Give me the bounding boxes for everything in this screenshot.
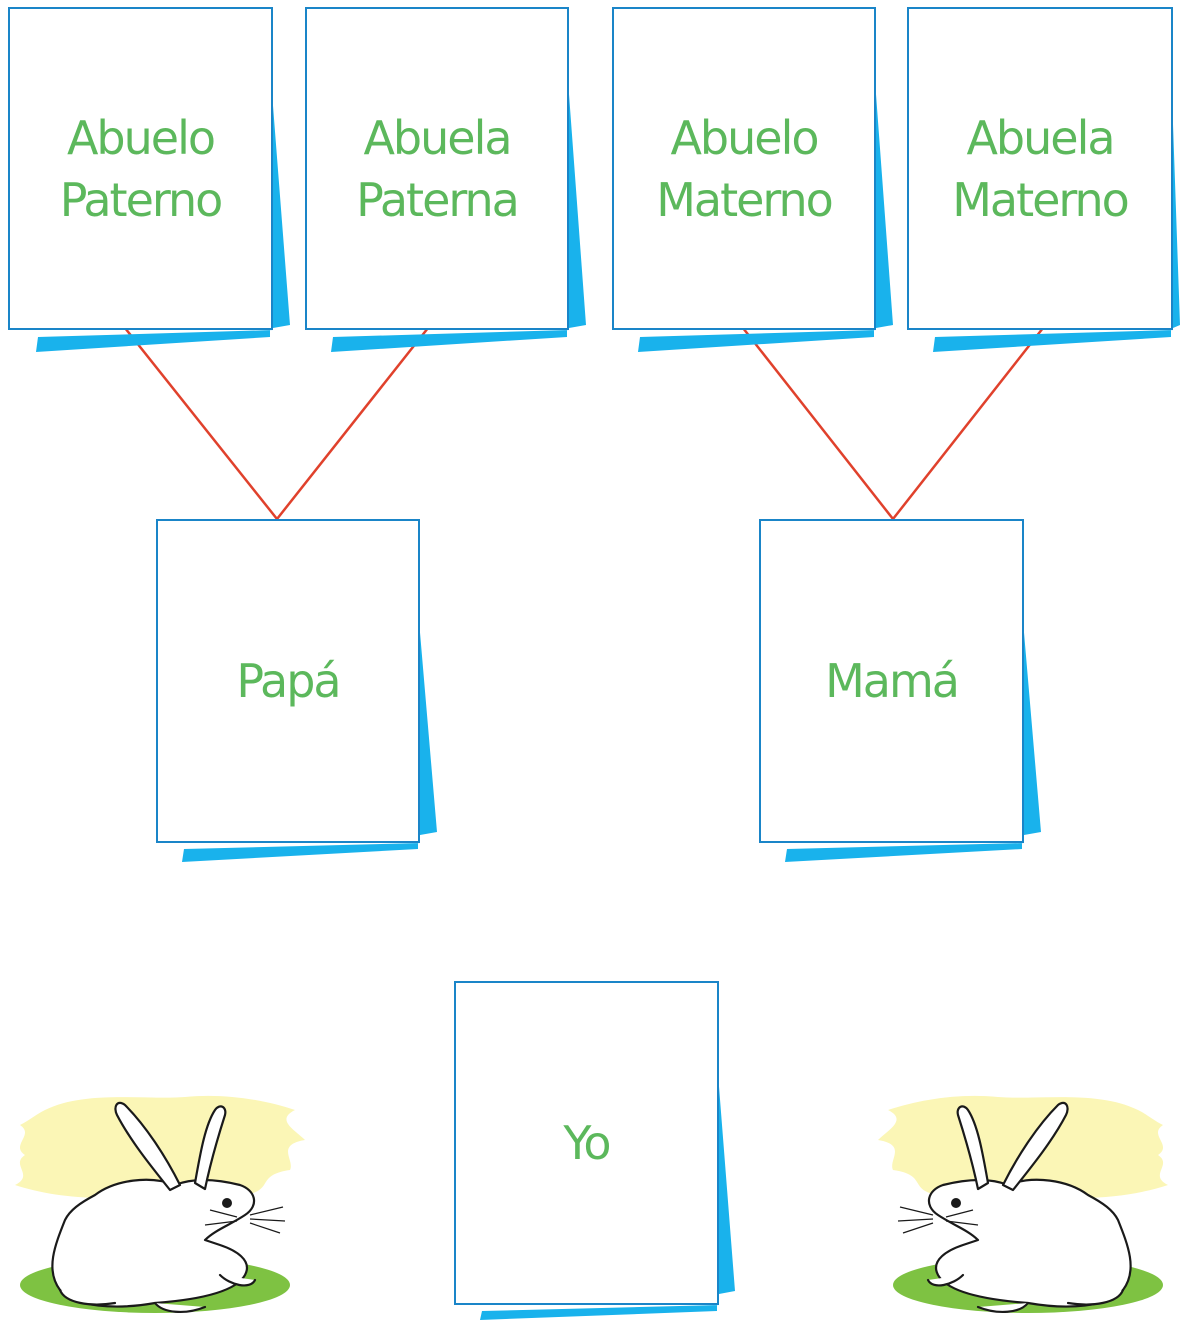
card-label-line1: Abuela [966, 110, 1115, 165]
rabbit-right-illustration [878, 1095, 1168, 1313]
card-face: Abuelo Paterno [8, 7, 273, 330]
card-face: Papá [156, 519, 420, 843]
card-maternal-grandfather: Abuelo Materno [612, 7, 893, 352]
card-label-line1: Abuelo [670, 110, 819, 165]
cloud-shape [878, 1095, 1168, 1198]
connector-paternal-grandmother [276, 327, 429, 520]
card-face: Abuelo Materno [612, 7, 876, 330]
card-label-line1: Abuelo [66, 110, 216, 165]
card-label-line2: Paterno [59, 172, 224, 227]
connector-maternal-grandfather [742, 327, 894, 520]
card-father: Papá [156, 519, 437, 862]
card-label-line2: Paterna [356, 172, 520, 227]
cloud-shape [15, 1095, 305, 1198]
rabbit-left-illustration [15, 1095, 305, 1313]
card-label-line1: Yo [563, 1116, 611, 1170]
card-face: Abuela Paterna [305, 7, 569, 330]
card-label-line1: Papá [236, 654, 341, 708]
card-label-line2: Materno [656, 172, 834, 227]
card-label-line2: Materno [952, 172, 1130, 227]
card-label-line1: Abuela [363, 110, 512, 165]
card-face: Yo [454, 981, 719, 1305]
card-mother: Mamá [759, 519, 1041, 862]
card-me: Yo [454, 981, 735, 1320]
card-paternal-grandfather: Abuelo Paterno [8, 7, 290, 352]
card-paternal-grandmother: Abuela Paterna [305, 7, 586, 352]
card-face: Abuela Materno [907, 7, 1173, 330]
connector-paternal-grandfather [124, 327, 278, 520]
card-face: Mamá [759, 519, 1024, 843]
connector-maternal-grandmother [892, 327, 1044, 520]
card-label-line1: Mamá [825, 654, 960, 708]
card-maternal-grandmother: Abuela Materno [907, 7, 1180, 352]
